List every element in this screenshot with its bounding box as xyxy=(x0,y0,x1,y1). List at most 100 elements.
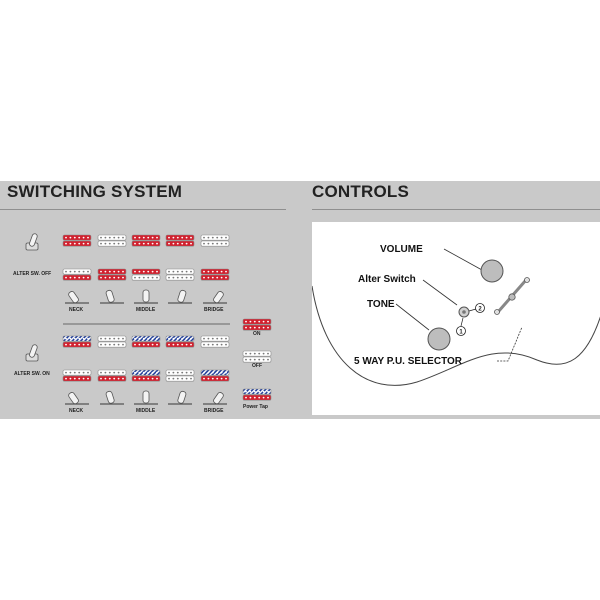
pickup-alter-on-top-4-coil-b-pole xyxy=(207,343,210,346)
pickup-alter-off-bottom-2-coil-a-pole xyxy=(156,270,158,273)
pickup-alter-off-bottom-0-coil-b-pole xyxy=(69,276,72,279)
pickup-alter-on-top-2-coil-b-pole xyxy=(151,343,154,346)
legend-on-pickup-coil-b-pole xyxy=(267,326,269,329)
pickup-alter-on-top-2-coil-b-pole xyxy=(142,343,145,346)
legend-off-pickup-coil-a-pole xyxy=(249,352,252,355)
pickup-alter-on-bottom-4-coil-a-pole xyxy=(203,371,205,374)
pickup-alter-off-bottom-0-coil-b-pole xyxy=(73,276,76,279)
pickup-alter-on-bottom-4-coil-a xyxy=(200,369,230,376)
pickup-alter-off-bottom-3-coil-a-pole xyxy=(172,270,175,273)
pickup-alter-on-bottom-0-coil-a-pole xyxy=(87,371,89,374)
pickup-alter-on-top-2-coil-b xyxy=(131,341,161,348)
pickup-alter-on-top-4-coil-a xyxy=(200,335,230,342)
position-neck-label-2: NECK xyxy=(69,408,84,414)
pickup-alter-on-bottom-1-coil-a xyxy=(97,369,127,376)
controls-heading: CONTROLS xyxy=(312,182,409,201)
pickup-alter-off-top-3-coil-a xyxy=(165,234,195,241)
pickup-alter-on-bottom-3-coil-a-pole xyxy=(172,371,175,374)
pickup-alter-off-top-1-coil-a-pole xyxy=(122,236,124,239)
pickup-alter-off-top-0-coil-b xyxy=(62,240,92,247)
pickup-alter-off-bottom-2-coil-a-pole xyxy=(142,270,145,273)
pickup-alter-off-top-2-coil-b-pole xyxy=(134,242,136,245)
pickup-alter-off-top-4-coil-a-pole xyxy=(207,236,210,239)
pickup-alter-on-top-2-coil-a-pole xyxy=(156,337,158,340)
pickup-alter-off-top-2-coil-b-pole xyxy=(151,242,154,245)
pickup-alter-off-bottom-3-coil-a-pole xyxy=(185,270,188,273)
pickup-alter-off-bottom-4-coil-b-pole xyxy=(203,276,205,279)
pickup-alter-on-bottom-3-coil-a xyxy=(165,369,195,376)
pickup-alter-on-top-0-coil-b-pole xyxy=(69,343,72,346)
pickup-alter-on-top-1-coil-b-pole xyxy=(100,343,102,346)
legend-off-pickup-coil-b-pole xyxy=(253,358,256,361)
switch-alter-on-3-lever-body xyxy=(177,390,187,404)
pickup-alter-on-bottom-3-coil-b-pole xyxy=(168,377,170,380)
pickup-alter-off-top-2-coil-a-pole xyxy=(151,236,154,239)
pickup-alter-off-top-1-coil-a-pole xyxy=(108,236,111,239)
pickup-alter-on-top-3-coil-a-pole xyxy=(172,337,175,340)
pickup-alter-off-top-1-coil-a-pole xyxy=(117,236,120,239)
switch-alter-off-2-lever-body xyxy=(142,289,150,303)
pickup-alter-on-bottom-0-coil-a-pole xyxy=(69,371,72,374)
pickup-alter-off-bottom-4-coil-b-pole xyxy=(216,276,219,279)
legend-on-pickup-coil-b-pole xyxy=(253,326,256,329)
switch-alter-off-1-lever xyxy=(105,289,115,303)
pickup-alter-on-bottom-4-coil-a-pole xyxy=(220,371,223,374)
switching-system-heading: SWITCHING SYSTEM xyxy=(7,182,183,201)
pickup-alter-off-top-1-coil-b-pole xyxy=(113,242,116,245)
pickup-alter-off-top-0-coil-b-pole xyxy=(65,242,67,245)
pickup-alter-off-bottom-3-coil-a-pole xyxy=(176,270,179,273)
pickup-alter-off-top-4-coil-a-pole xyxy=(216,236,219,239)
switch-alter-off-4-lever-body xyxy=(213,291,224,304)
switch-alter-on-1-lever xyxy=(105,390,115,404)
legend-power-tap-pickup-coil-b-pole xyxy=(267,396,269,399)
pickup-alter-on-bottom-2-coil-b-pole xyxy=(134,377,136,380)
pickup-alter-on-bottom-2-coil-b-pole xyxy=(156,377,158,380)
legend-on-pickup-coil-a-pole xyxy=(267,320,269,323)
position-bridge-label-2: BRIDGE xyxy=(204,408,224,414)
selector-screw-bottom xyxy=(494,309,500,315)
pickup-alter-off-bottom-1-coil-a xyxy=(97,268,127,275)
pickup-alter-off-top-2-coil-a-pole xyxy=(134,236,136,239)
pickup-alter-off-top-4-coil-b-pole xyxy=(207,242,210,245)
selector-knob xyxy=(508,293,516,301)
pickup-alter-off-bottom-3-coil-b-pole xyxy=(181,276,184,279)
marker-1-arrow xyxy=(460,317,464,327)
pickup-alter-off-bottom-1-coil-a-pole xyxy=(100,270,102,273)
pickup-alter-off-top-3-coil-a-pole xyxy=(168,236,170,239)
pickup-alter-off-bottom-4-coil-b xyxy=(200,274,230,281)
pickup-alter-off-top-0-coil-b-pole xyxy=(69,242,72,245)
pickup-alter-off-bottom-4-coil-a-pole xyxy=(225,270,227,273)
pickup-alter-on-bottom-2-coil-b-pole xyxy=(142,377,145,380)
switch-alter-off-2-lever xyxy=(142,289,150,303)
pickup-alter-off-top-0-coil-b-pole xyxy=(82,242,85,245)
controls-divider xyxy=(312,209,600,210)
alter-on-label: ALTER SW. ON xyxy=(14,371,50,377)
pickup-alter-on-top-1-coil-a-pole xyxy=(113,337,116,340)
pickup-alter-on-top-1-coil-b-pole xyxy=(117,343,120,346)
switch-alter-off-0-lever xyxy=(68,291,79,304)
legend-on-pickup-coil-a-pole xyxy=(245,320,247,323)
pickup-alter-off-top-0-coil-b-pole xyxy=(78,242,81,245)
pickup-alter-on-bottom-1-coil-a-pole xyxy=(108,371,111,374)
pickup-alter-on-bottom-4-coil-b xyxy=(200,375,230,382)
pickup-alter-off-bottom-4-coil-a-pole xyxy=(203,270,205,273)
pickup-alter-off-bottom-2-coil-b-pole xyxy=(156,276,158,279)
legend-on-pickup-coil-b-pole xyxy=(262,326,265,329)
pickup-alter-on-bottom-3-coil-a-pole xyxy=(181,371,184,374)
pickup-alter-off-top-4-coil-a-pole xyxy=(225,236,227,239)
pickup-alter-on-bottom-2-coil-a-pole xyxy=(147,371,150,374)
pickup-alter-on-bottom-3-coil-a-pole xyxy=(185,371,188,374)
pickup-alter-on-top-2-coil-b-pole xyxy=(134,343,136,346)
pickup-alter-on-top-4-coil-b xyxy=(200,341,230,348)
switch-alter-on-0-lever-body xyxy=(68,392,79,405)
pickup-alter-on-bottom-2-coil-b-pole xyxy=(138,377,141,380)
pickup-alter-off-bottom-1-coil-b-pole xyxy=(104,276,107,279)
pickup-alter-on-top-0-coil-b-pole xyxy=(87,343,89,346)
switch-alter-off-3-lever-body xyxy=(177,289,187,303)
pickup-alter-on-top-3-coil-a-pole xyxy=(185,337,188,340)
pickup-alter-on-bottom-2-coil-b-pole xyxy=(147,377,150,380)
pickup-alter-off-bottom-1-coil-a-pole xyxy=(104,270,107,273)
pickup-alter-off-top-4-coil-a-pole xyxy=(211,236,214,239)
pickup-alter-on-top-3-coil-b-pole xyxy=(190,343,192,346)
legend-power-tap-pickup-coil-b-pole xyxy=(253,396,256,399)
